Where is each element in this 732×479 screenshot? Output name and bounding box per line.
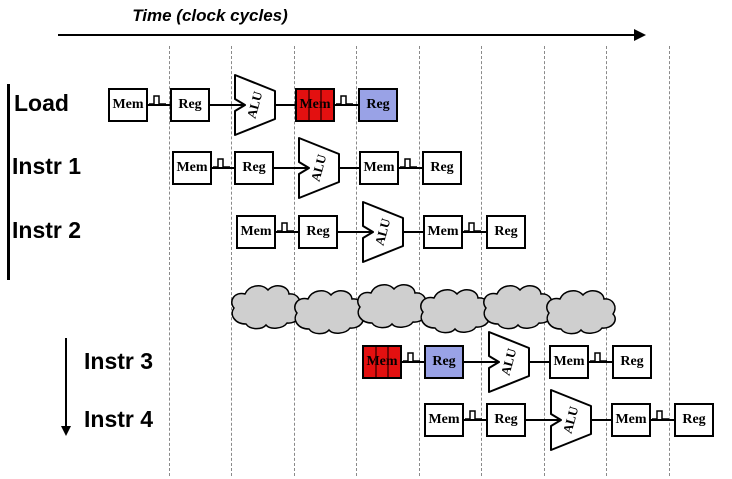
reg-stage: Reg bbox=[234, 151, 274, 185]
reg-stage-stalled: Reg bbox=[424, 345, 464, 379]
cycle-divider bbox=[356, 46, 357, 476]
svg-text:ALU: ALU bbox=[308, 152, 330, 183]
stall-cloud-icon bbox=[294, 290, 364, 335]
alu-stage: ALU bbox=[298, 137, 340, 199]
cycle-divider bbox=[606, 46, 607, 476]
stall-cloud-icon bbox=[357, 284, 427, 329]
instruction-group-bar bbox=[7, 84, 10, 280]
reg-stage: Reg bbox=[422, 151, 462, 185]
clock-edge-icon bbox=[590, 352, 607, 362]
mem-stage: Mem bbox=[236, 215, 276, 249]
clock-edge-icon bbox=[400, 158, 417, 168]
stall-cloud-icon bbox=[420, 289, 490, 334]
reg-stage: Reg bbox=[170, 88, 210, 122]
mem-stage: Mem bbox=[172, 151, 212, 185]
stall-cloud-icon bbox=[483, 285, 553, 330]
time-axis-title: Time (clock cycles) bbox=[132, 6, 288, 25]
cycle-divider bbox=[294, 46, 295, 476]
pipeline-row: Mem Reg ALU Mem Reg bbox=[362, 330, 662, 394]
clock-edge-icon bbox=[336, 95, 353, 105]
pipeline-row: Mem Reg ALU Mem Reg bbox=[236, 200, 536, 264]
program-order-arrow bbox=[65, 338, 67, 428]
svg-text:ALU: ALU bbox=[560, 404, 582, 435]
svg-text:ALU: ALU bbox=[498, 346, 520, 377]
reg-stage: Reg bbox=[486, 403, 526, 437]
reg-stage: Reg bbox=[486, 215, 526, 249]
cycle-divider bbox=[169, 46, 170, 476]
program-order-arrowhead-icon bbox=[61, 426, 71, 436]
reg-stage: Reg bbox=[612, 345, 652, 379]
cycle-divider bbox=[231, 46, 232, 476]
cycle-divider bbox=[419, 46, 420, 476]
time-axis-line bbox=[58, 34, 636, 36]
cycle-divider bbox=[544, 46, 545, 476]
alu-stage: ALU bbox=[234, 74, 276, 136]
svg-text:ALU: ALU bbox=[372, 216, 394, 247]
mem-stage: Mem bbox=[423, 215, 463, 249]
row-label-instr1: Instr 1 bbox=[12, 153, 82, 179]
cycle-divider bbox=[669, 46, 670, 476]
stall-cloud-icon bbox=[231, 285, 301, 330]
reg-stage-stalled: Reg bbox=[358, 88, 398, 122]
pipeline-row: Mem Reg ALU Mem Reg bbox=[108, 73, 408, 137]
mem-stage: Mem bbox=[108, 88, 148, 122]
reg-stage: Reg bbox=[674, 403, 714, 437]
row-label-load: Load bbox=[14, 90, 69, 116]
clock-edge-icon bbox=[277, 222, 294, 232]
clock-edge-icon bbox=[213, 158, 230, 168]
pipeline-row: Mem Reg ALU Mem Reg bbox=[172, 136, 472, 200]
mem-stage: Mem bbox=[424, 403, 464, 437]
alu-stage: ALU bbox=[488, 331, 530, 393]
row-label-instr3: Instr 3 bbox=[84, 348, 154, 374]
mem-stage: Mem bbox=[359, 151, 399, 185]
alu-stage: ALU bbox=[550, 389, 592, 451]
clock-edge-icon bbox=[403, 352, 420, 362]
row-label-instr2: Instr 2 bbox=[12, 217, 82, 243]
clock-edge-icon bbox=[465, 410, 482, 420]
cycle-divider bbox=[481, 46, 482, 476]
time-axis-arrowhead-icon bbox=[634, 29, 646, 41]
mem-stage-stalled: Mem bbox=[295, 88, 335, 122]
reg-stage: Reg bbox=[298, 215, 338, 249]
svg-text:ALU: ALU bbox=[244, 89, 266, 120]
clock-edge-icon bbox=[464, 222, 481, 232]
mem-stage: Mem bbox=[549, 345, 589, 379]
clock-edge-icon bbox=[652, 410, 669, 420]
mem-stage: Mem bbox=[611, 403, 651, 437]
row-label-instr4: Instr 4 bbox=[84, 406, 154, 432]
pipeline-row: Mem Reg ALU Mem Reg bbox=[424, 388, 724, 452]
clock-edge-icon bbox=[149, 95, 166, 105]
alu-stage: ALU bbox=[362, 201, 404, 263]
mem-stage-stalled: Mem bbox=[362, 345, 402, 379]
stall-cloud-icon bbox=[546, 290, 616, 335]
